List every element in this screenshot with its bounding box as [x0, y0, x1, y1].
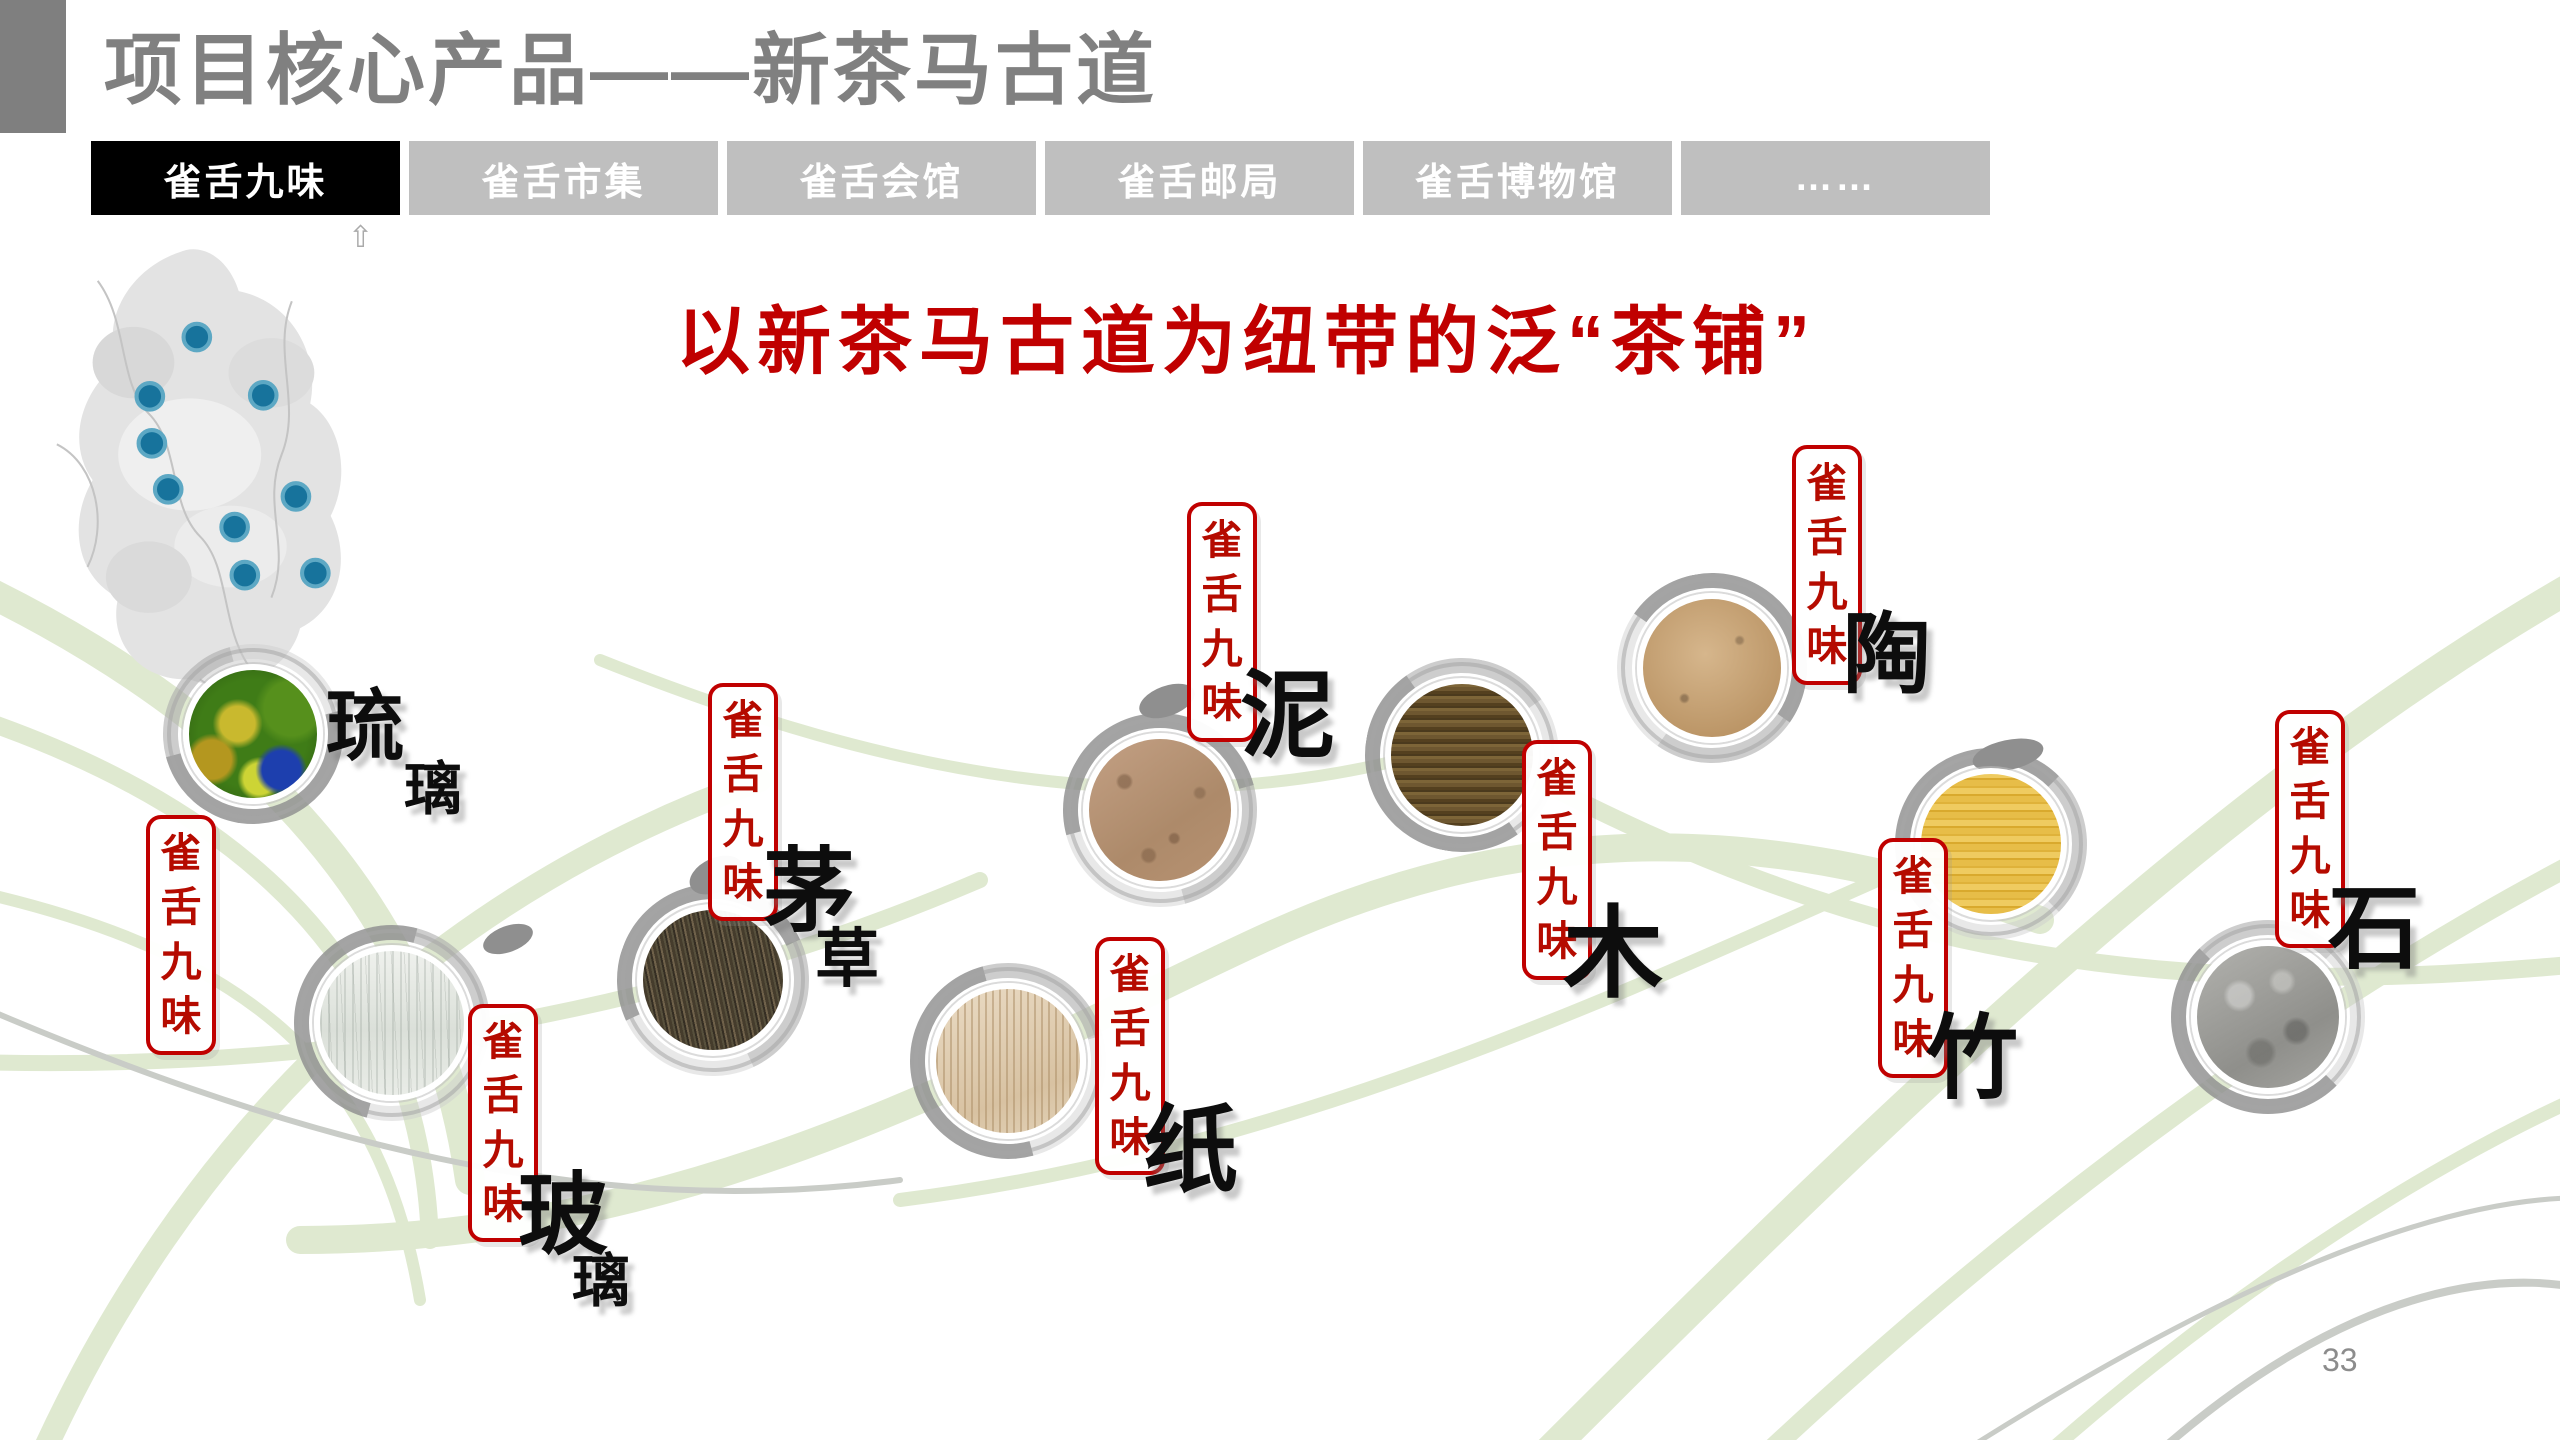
seal-char: 舌	[1109, 1005, 1151, 1052]
material-photo-maocao	[637, 904, 789, 1056]
seal-char: 九	[1892, 961, 1934, 1008]
seal-char: 九	[160, 938, 202, 985]
seal-char: 味	[482, 1180, 524, 1227]
site-map	[56, 249, 342, 694]
seal-char: 九	[1806, 568, 1848, 615]
seal-char: 雀	[1109, 951, 1151, 998]
corner-accent-block	[0, 0, 66, 133]
material-photo-tao	[1637, 593, 1787, 743]
map-marker	[136, 428, 168, 459]
material-photo-zhi	[930, 983, 1086, 1139]
seal-char: 九	[482, 1126, 524, 1173]
seal-char: 舌	[2289, 778, 2331, 825]
seal-char: 雀	[2289, 724, 2331, 771]
seal-char: 舌	[1201, 571, 1243, 618]
map-marker	[229, 559, 261, 591]
material-name-char: 璃	[404, 755, 463, 823]
seal-char: 舌	[160, 884, 202, 931]
seal-char: 舌	[1536, 809, 1578, 856]
material-name-char: 陶	[1843, 602, 1932, 706]
seal-char: 雀	[1806, 459, 1848, 506]
material-name-char: 石	[2328, 874, 2421, 982]
seal-char: 舌	[1806, 514, 1848, 561]
material-photo-shi	[2191, 940, 2345, 1094]
seal-label-zhi: 雀 舌 九 味	[1095, 937, 1165, 1175]
map-marker	[134, 381, 166, 412]
material-name-char: 纸	[1143, 1095, 1239, 1206]
seal-char: 舌	[722, 751, 764, 798]
seal-label-liuli: 雀 舌 九 味	[146, 815, 216, 1055]
material-photo-mu	[1385, 678, 1539, 832]
material-name-char: 茅	[763, 837, 856, 945]
seal-label-mu: 雀 舌 九 味	[1522, 740, 1592, 980]
seal-char: 味	[722, 859, 764, 906]
seal-char: 九	[1109, 1059, 1151, 1106]
material-photo-liuli	[183, 664, 323, 804]
seal-label-maocao: 雀 舌 九 味	[708, 683, 778, 921]
material-photo-boli	[314, 945, 470, 1101]
seal-char: 九	[1536, 863, 1578, 910]
map-marker	[219, 511, 250, 543]
tab-queshe-huiguan[interactable]: 雀舌会馆	[727, 141, 1036, 215]
material-name-char: 竹	[1926, 1004, 2019, 1112]
map-marker	[181, 321, 213, 353]
seal-char: 舌	[482, 1072, 524, 1119]
seal-char: 雀	[1201, 516, 1243, 563]
seal-label-shi: 雀 舌 九 味	[2275, 710, 2345, 948]
seal-char: 九	[1201, 625, 1243, 672]
seal-char: 味	[1806, 623, 1848, 670]
seal-char: 雀	[160, 829, 202, 876]
seal-label-zhu: 雀 舌 九 味	[1878, 838, 1948, 1078]
material-name-char: 草	[815, 922, 879, 997]
material-name-char: 玻	[518, 1162, 608, 1268]
material-name-char: 泥	[1240, 660, 1336, 771]
page-number: 33	[2322, 1342, 2358, 1378]
tab-queshe-youju[interactable]: 雀舌邮局	[1045, 141, 1354, 215]
seal-char: 味	[1109, 1113, 1151, 1160]
active-tab-arrow-icon: ⇧	[348, 221, 374, 254]
seal-char: 味	[160, 993, 202, 1040]
tab-more[interactable]: ……	[1681, 141, 1990, 215]
map-marker	[300, 557, 331, 589]
slide-heading: 以新茶马古道为纽带的泛“茶铺”	[676, 300, 1817, 383]
map-marker	[247, 379, 279, 411]
tab-queshe-jiuwei[interactable]: 雀舌九味	[91, 141, 400, 215]
seal-char: 雀	[722, 697, 764, 744]
seal-label-tao: 雀 舌 九 味	[1792, 445, 1862, 685]
tab-queshe-bowuguan[interactable]: 雀舌博物馆	[1363, 141, 1672, 215]
page-title: 项目核心产品——新茶马古道	[104, 26, 1158, 114]
seal-char: 雀	[482, 1018, 524, 1065]
seal-char: 九	[722, 805, 764, 852]
seal-char: 雀	[1536, 754, 1578, 801]
seal-char: 舌	[1892, 907, 1934, 954]
seal-char: 雀	[1892, 852, 1934, 899]
seal-label-ni: 雀 舌 九 味	[1187, 502, 1257, 742]
seal-char: 味	[2289, 886, 2331, 933]
map-marker	[152, 473, 184, 505]
seal-char: 味	[1892, 1016, 1934, 1063]
material-photo-ni	[1083, 733, 1237, 887]
seal-char: 味	[1536, 918, 1578, 965]
map-marker	[280, 481, 312, 512]
seal-char: 九	[2289, 832, 2331, 879]
tab-queshe-shiji[interactable]: 雀舌市集	[409, 141, 718, 215]
seal-label-boli: 雀 舌 九 味	[468, 1004, 538, 1242]
material-name-char: 琉	[326, 681, 405, 772]
tab-bar: 雀舌九味 雀舌市集 雀舌会馆 雀舌邮局 雀舌博物馆 ……	[91, 141, 1990, 215]
seal-char: 味	[1201, 680, 1243, 727]
material-name-char: 木	[1563, 894, 1663, 1012]
material-name-char: 璃	[572, 1247, 631, 1315]
